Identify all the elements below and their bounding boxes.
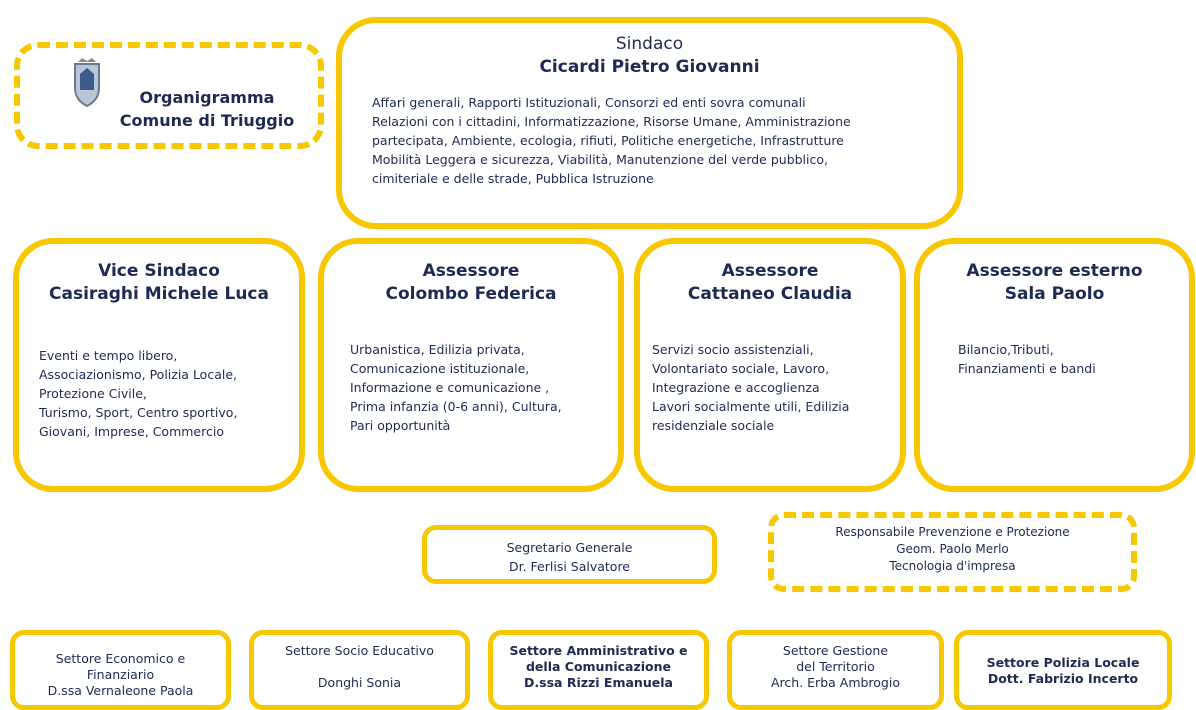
coat-of-arms-icon	[70, 56, 104, 108]
settore-territorio-box: Settore Gestione del Territorio Arch. Er…	[727, 630, 944, 710]
settore-amministrativo-box: Settore Amministrativo e della Comunicaz…	[488, 630, 709, 710]
settore-socio-educativo-box: Settore Socio Educativo Donghi Sonia	[249, 630, 470, 710]
settore-polizia-locale-text: Settore Polizia Locale Dott. Fabrizio In…	[986, 655, 1140, 686]
sindaco-responsibilities: Affari generali, Rapporti Istituzionali,…	[372, 95, 851, 186]
sindaco-name: Cicardi Pietro Giovanni	[539, 57, 760, 77]
settore-amministrativo-text: Settore Amministrativo e della Comunicaz…	[509, 643, 688, 690]
sindaco-box: Sindaco Cicardi Pietro Giovanni Affari g…	[336, 17, 963, 229]
rspp-box: Responsabile Prevenzione e Protezione Ge…	[768, 512, 1137, 592]
assessore-colombo-title: Assessore Colombo Federica	[385, 261, 557, 304]
settore-polizia-locale-box: Settore Polizia Locale Dott. Fabrizio In…	[954, 630, 1172, 710]
assessore-sala-responsibilities: Bilancio,Tributi, Finanziamenti e bandi	[958, 342, 1096, 376]
assessore-cattaneo-box: Assessore Cattaneo Claudia Servizi socio…	[634, 238, 906, 492]
vice-sindaco-title: Vice Sindaco Casiraghi Michele Luca	[49, 261, 269, 304]
vice-sindaco-responsibilities: Eventi e tempo libero, Associazionismo, …	[39, 348, 238, 439]
segretario-text: Segretario Generale Dr. Ferlisi Salvator…	[506, 540, 633, 574]
org-chart-title: Organigramma Comune di Triuggio	[119, 88, 295, 130]
settore-economico-text: Settore Economico e Finanziario D.ssa Ve…	[47, 651, 194, 698]
settore-socio-educativo-text: Settore Socio Educativo Donghi Sonia	[285, 643, 434, 690]
assessore-sala-title: Assessore esterno Sala Paolo	[966, 261, 1143, 304]
assessore-sala-box: Assessore esterno Sala Paolo Bilancio,Tr…	[914, 238, 1195, 492]
assessore-cattaneo-title: Assessore Cattaneo Claudia	[687, 261, 853, 304]
assessore-colombo-box: Assessore Colombo Federica Urbanistica, …	[318, 238, 624, 492]
vice-sindaco-box: Vice Sindaco Casiraghi Michele Luca Even…	[13, 238, 305, 492]
settore-economico-box: Settore Economico e Finanziario D.ssa Ve…	[10, 630, 231, 710]
settore-territorio-text: Settore Gestione del Territorio Arch. Er…	[771, 643, 900, 690]
assessore-cattaneo-responsibilities: Servizi socio assistenziali, Volontariat…	[652, 342, 850, 433]
rspp-text: Responsabile Prevenzione e Protezione Ge…	[835, 525, 1070, 573]
assessore-colombo-responsibilities: Urbanistica, Edilizia privata, Comunicaz…	[350, 342, 562, 433]
segretario-box: Segretario Generale Dr. Ferlisi Salvator…	[422, 525, 717, 584]
org-chart-title-box: Organigramma Comune di Triuggio	[14, 42, 324, 149]
sindaco-role: Sindaco	[615, 34, 684, 54]
